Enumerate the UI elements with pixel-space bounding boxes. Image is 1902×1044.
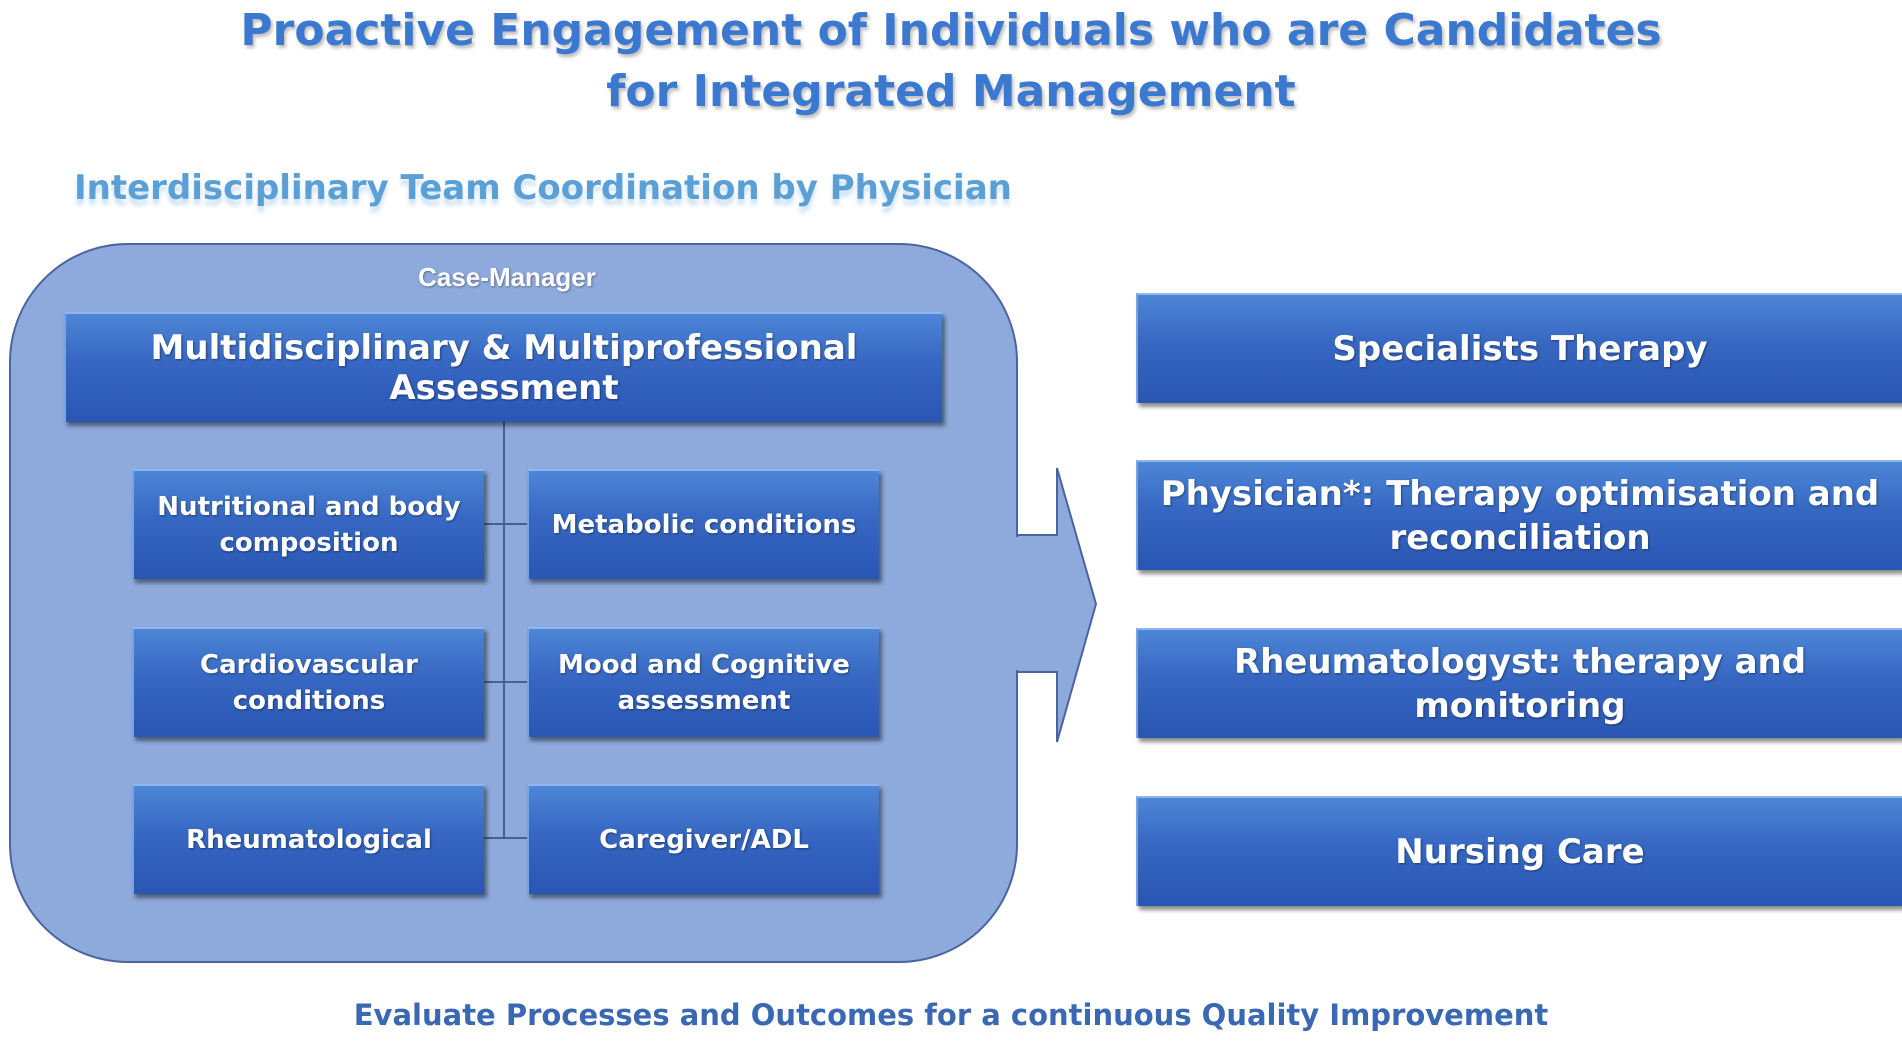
mood-cognitive-box: Mood and Cognitive assessment	[527, 627, 879, 737]
rheumatological-box: Rheumatological	[132, 784, 484, 894]
cardiovascular-box: Cardiovascular conditions	[132, 627, 484, 737]
title-line-2: for Integrated Management	[606, 66, 1296, 117]
flow-arrow	[1016, 467, 1098, 743]
assessment-box: Multidisciplinary & Multiprofessional As…	[64, 312, 942, 422]
physician-therapy-box: Physician*: Therapy optimisation and rec…	[1136, 460, 1902, 570]
specialists-therapy-box: Specialists Therapy	[1136, 293, 1902, 403]
title-line-1: Proactive Engagement of Individuals who …	[240, 5, 1662, 56]
diagram-title: Proactive Engagement of Individuals who …	[0, 0, 1902, 122]
nutrition-box: Nutritional and body composition	[132, 469, 484, 579]
rheumatologist-therapy-box: Rheumatologyst: therapy and monitoring	[1136, 628, 1902, 738]
case-manager-label: Case-Manager	[418, 262, 596, 292]
arrow-joint	[1012, 537, 1020, 670]
connector-lines	[482, 422, 527, 839]
caregiver-adl-box: Caregiver/ADL	[527, 784, 879, 894]
team-coordination-heading: Interdisciplinary Team Coordination by P…	[74, 168, 1012, 208]
metabolic-box: Metabolic conditions	[527, 469, 879, 579]
quality-improvement-footer: Evaluate Processes and Outcomes for a co…	[353, 998, 1549, 1032]
nursing-care-box: Nursing Care	[1136, 796, 1902, 906]
